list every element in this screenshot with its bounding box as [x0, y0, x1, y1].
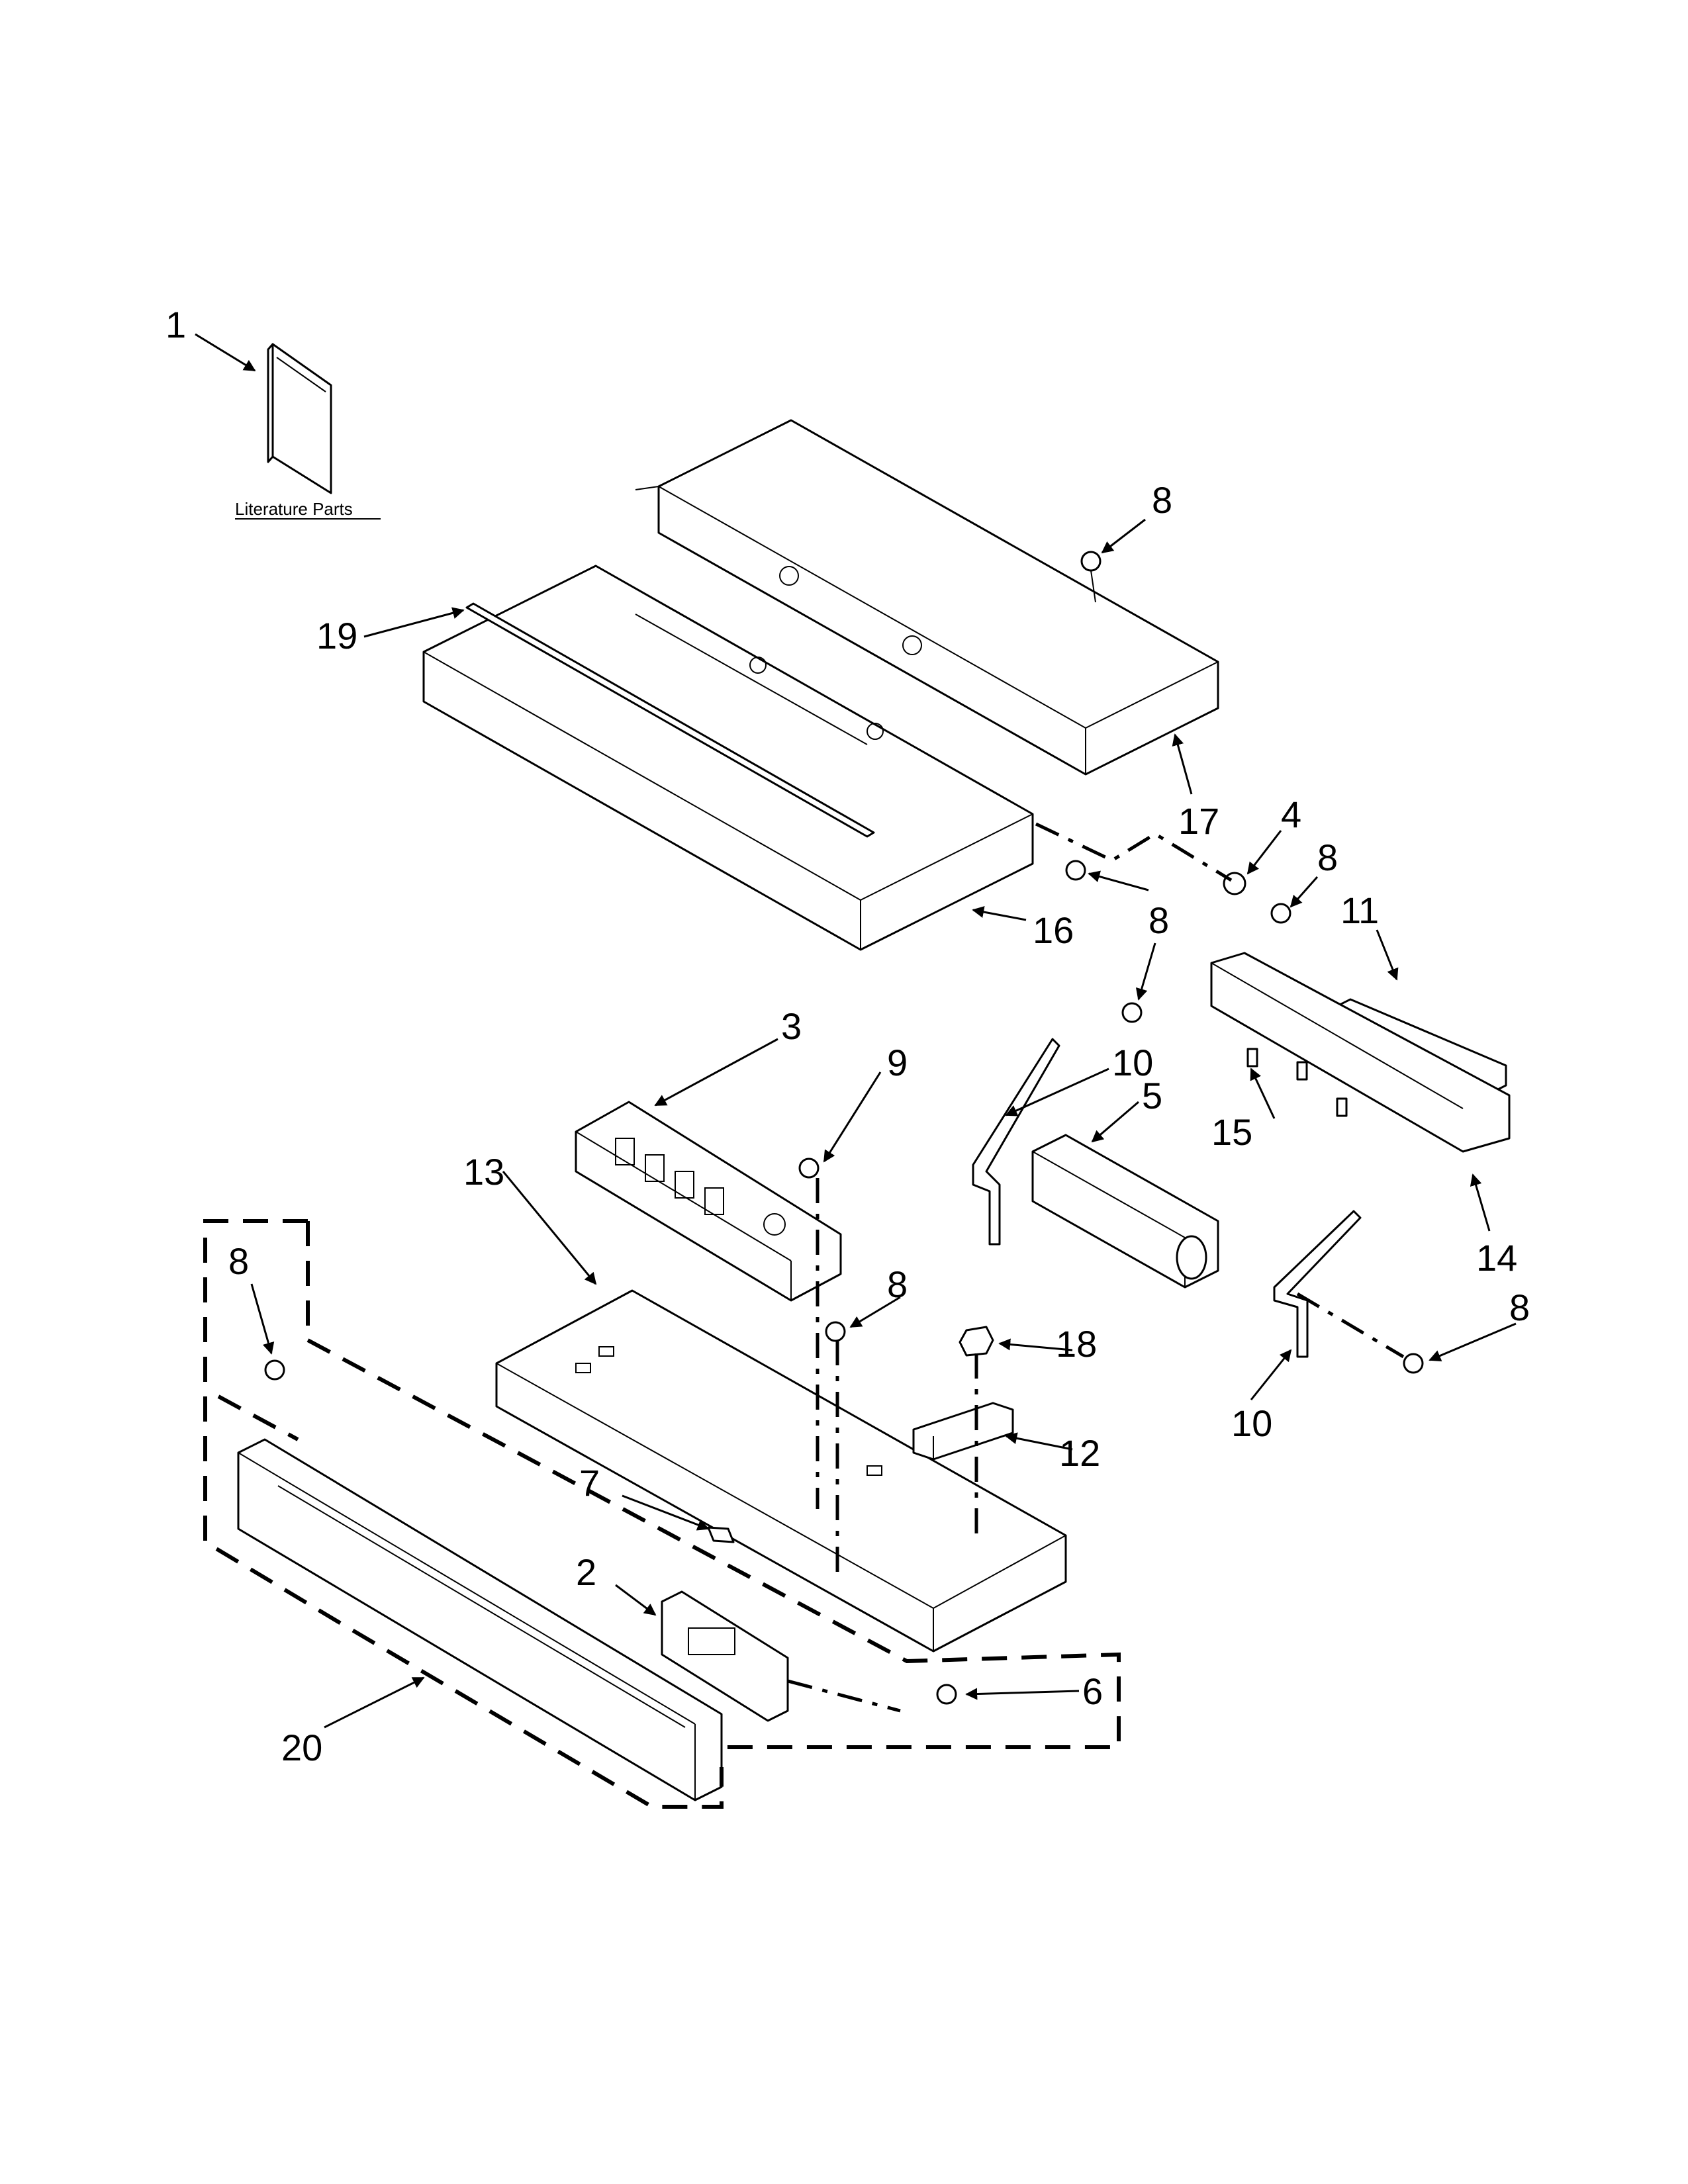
callout-16: 16 [1033, 909, 1074, 951]
callout-8: 8 [1509, 1287, 1530, 1328]
control-board [575, 1101, 842, 1302]
callout-10: 10 [1231, 1402, 1272, 1444]
callout-2: 2 [576, 1551, 596, 1593]
callout-8: 8 [1149, 899, 1169, 941]
terminal-block [912, 1402, 1014, 1461]
callout-4: 4 [1281, 794, 1301, 835]
callout-13: 13 [463, 1151, 504, 1193]
callout-15: 15 [1211, 1111, 1252, 1153]
callout-19: 19 [316, 615, 357, 657]
control-panel-trim [237, 1438, 723, 1801]
fan-bracket [1210, 952, 1511, 1153]
callout-11: 11 [1340, 889, 1379, 931]
cooling-fan [1031, 1134, 1219, 1289]
callout-7: 7 [579, 1462, 600, 1504]
screw-8-plate [825, 1321, 846, 1342]
screw-8-right [1270, 903, 1291, 924]
callout-1: 1 [165, 304, 186, 345]
callouts: 1 8 19 17 4 8 16 8 11 3 9 10 5 15 13 14 … [165, 304, 1530, 1768]
callout-14: 14 [1476, 1237, 1517, 1279]
screw-8-bracket [1121, 1002, 1143, 1023]
bracket-upper [972, 1038, 1060, 1246]
screw-6 [936, 1684, 957, 1705]
callout-5: 5 [1142, 1075, 1162, 1116]
leader-arrows [195, 333, 1517, 1729]
literature-parts-booklet [267, 343, 332, 494]
callout-10: 10 [1112, 1042, 1153, 1083]
callout-8: 8 [1317, 837, 1338, 878]
callout-9: 9 [887, 1042, 908, 1083]
screw-8-lower-right [1403, 1353, 1424, 1374]
screw-8-top [1080, 551, 1102, 603]
screw-8-side [1065, 860, 1086, 881]
pins [1246, 1048, 1348, 1117]
screw-9 [798, 1158, 820, 1179]
assembly-outline [203, 1219, 1121, 1809]
bracket-lower [1273, 1210, 1362, 1358]
callout-18: 18 [1056, 1323, 1097, 1365]
user-interface-board [661, 1590, 789, 1722]
mounting-plate [495, 1289, 1067, 1653]
trim-strip [465, 602, 875, 838]
screw-8-left [264, 1359, 285, 1381]
alignment-lines [787, 822, 1405, 1713]
callout-17: 17 [1178, 800, 1219, 842]
callout-3: 3 [781, 1005, 802, 1047]
literature-parts-label: Literature Parts [235, 499, 353, 519]
upper-cover-panel [635, 419, 1219, 776]
callout-8: 8 [228, 1240, 249, 1282]
clip [707, 1526, 735, 1543]
callout-8: 8 [1152, 479, 1172, 521]
callout-6: 6 [1082, 1670, 1103, 1712]
nut [959, 1326, 994, 1357]
callout-8: 8 [887, 1263, 908, 1305]
callout-12: 12 [1059, 1432, 1100, 1474]
callout-20: 20 [281, 1727, 322, 1768]
